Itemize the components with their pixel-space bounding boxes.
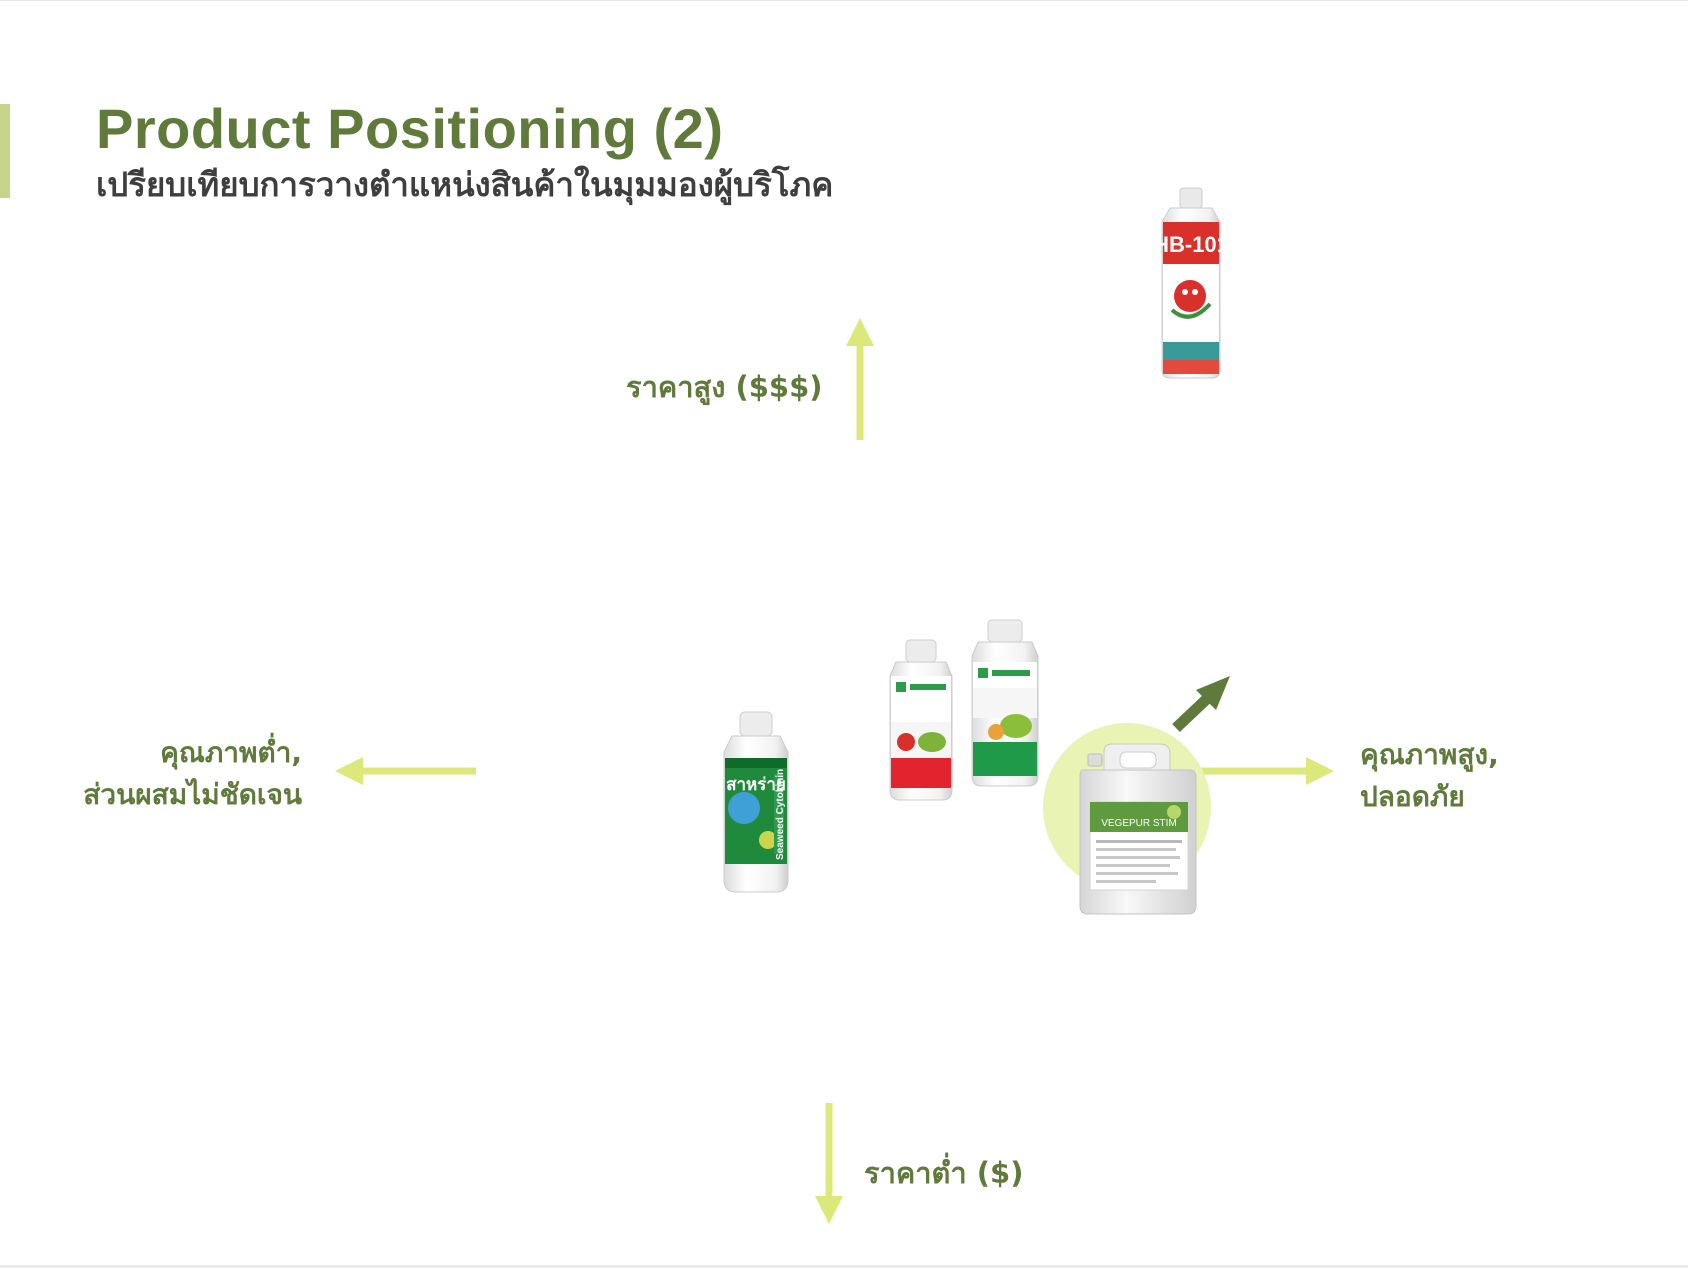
arrow-down-low-price	[815, 1103, 843, 1224]
arrow-right-high-quality	[1196, 757, 1334, 785]
product-bottle-red	[889, 639, 953, 801]
vegepur-label: VEGEPUR STIM	[1101, 818, 1177, 829]
page-subtitle: เปรียบเทียบการวางตำแหน่งสินค้าในมุมมองผู…	[96, 165, 834, 204]
hb101-label: HB-101	[1153, 232, 1229, 257]
title-accent-bar	[0, 104, 10, 198]
product-vegepur-jug: VEGEPUR STIM	[1079, 743, 1197, 915]
axis-label-high-price: ราคาสูง ($$$)	[626, 370, 823, 404]
trend-arrow-icon	[1172, 676, 1230, 732]
product-hb101-bottle: HB-101	[1153, 187, 1229, 379]
arrow-up-high-price	[846, 318, 874, 440]
product-seaweed-bottle: สาหร่าย Seaweed Cytokinin	[723, 711, 789, 893]
axis-label-low-price: ราคาต่ำ ($)	[864, 1156, 1024, 1190]
top-divider	[0, 0, 1688, 1]
seaweed-label-top: สาหร่าย	[726, 775, 786, 795]
high-quality-line-2: ปลอดภัย	[1360, 780, 1465, 813]
axis-label-high-quality: คุณภาพสูง, ปลอดภัย	[1360, 734, 1499, 818]
product-bottle-green	[971, 619, 1039, 787]
axis-label-low-quality: คุณภาพต่ำ, ส่วนผสมไม่ชัดเจน	[83, 732, 302, 816]
arrow-left-low-quality	[335, 757, 476, 785]
low-quality-line-2: ส่วนผสมไม่ชัดเจน	[83, 778, 302, 811]
bottom-divider	[0, 1265, 1688, 1268]
seaweed-label-side: Seaweed Cytokinin	[775, 769, 786, 860]
low-quality-line-1: คุณภาพต่ำ,	[160, 736, 302, 769]
page-title: Product Positioning (2)	[96, 97, 724, 160]
high-quality-line-1: คุณภาพสูง,	[1360, 738, 1499, 771]
